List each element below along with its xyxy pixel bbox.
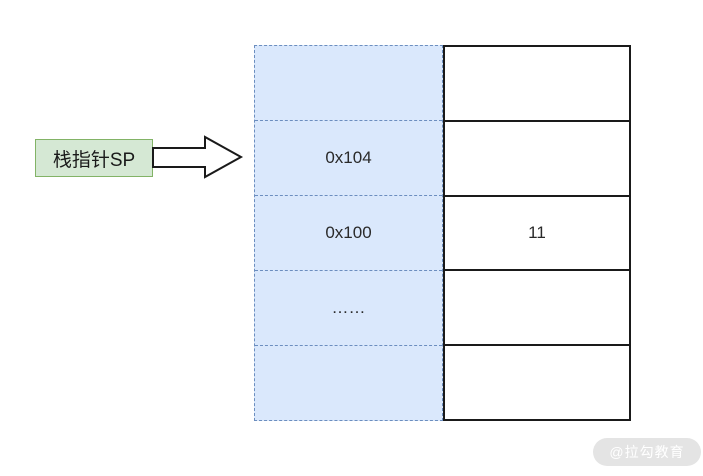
value-column: 11	[443, 45, 631, 421]
address-cell	[255, 346, 442, 420]
address-cell: ……	[255, 271, 442, 346]
watermark-badge: @拉勾教育	[593, 438, 701, 466]
address-column: 0x104 0x100 ……	[254, 45, 443, 421]
value-cell	[445, 271, 629, 347]
watermark-text: @拉勾教育	[609, 444, 685, 460]
right-arrow-icon	[152, 135, 244, 179]
value-cell: 11	[445, 197, 629, 272]
address-cell: 0x100	[255, 196, 442, 271]
address-cell	[255, 46, 442, 121]
value-cell	[445, 122, 629, 197]
value-cell	[445, 47, 629, 122]
value-cell	[445, 346, 629, 419]
address-cell: 0x104	[255, 121, 442, 196]
stack-pointer-label: 栈指针SP	[35, 139, 153, 177]
